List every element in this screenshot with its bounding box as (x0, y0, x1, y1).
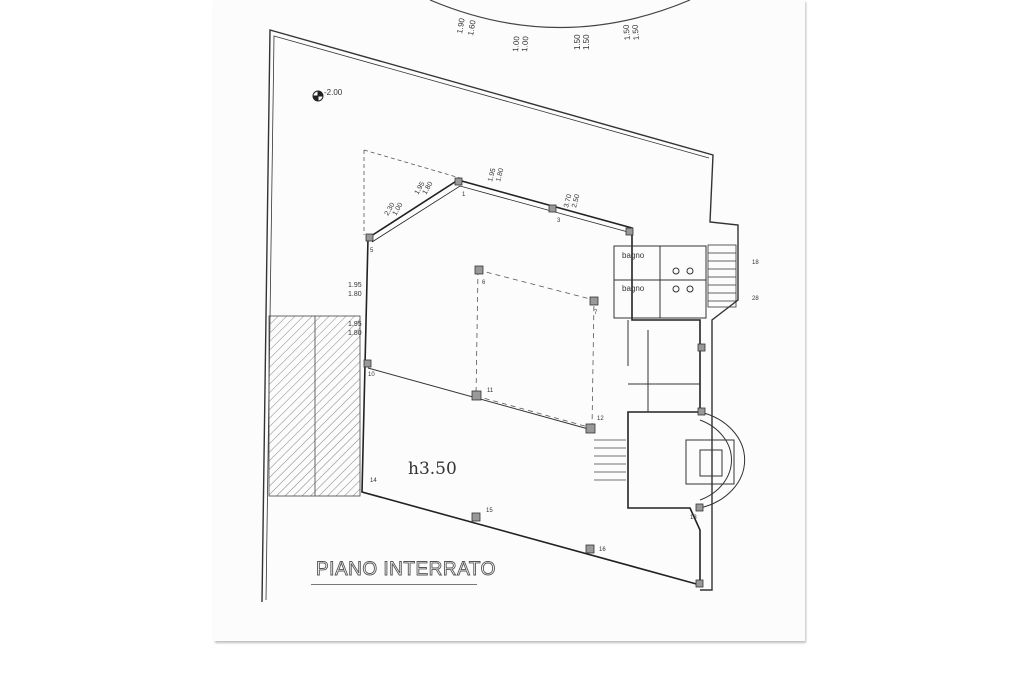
column-number-1: 1 (462, 192, 466, 198)
column (365, 233, 374, 242)
structural-columns (363, 177, 706, 588)
column-number-3: 3 (557, 218, 561, 224)
stair-dim-1: 18 (752, 260, 759, 266)
column (548, 204, 557, 213)
column-number-16: 16 (599, 547, 606, 553)
wall-dim: 1.80 (348, 330, 362, 337)
column-number-7: 7 (594, 310, 598, 316)
column (363, 359, 372, 368)
stair-flight-top (707, 244, 737, 308)
column-number-13: 13 (690, 515, 697, 521)
column (697, 407, 706, 416)
arc-dim-1: 1.90 (455, 17, 467, 34)
height-annotation: h3.50 (408, 459, 457, 479)
arc-dim-5: 1.50 (573, 34, 582, 50)
arc-dim-8: 1.50 (631, 24, 641, 41)
column (625, 227, 634, 236)
column-number-12: 12 (597, 416, 604, 422)
stair-flight-bottom (594, 439, 626, 481)
column-number-14: 14 (370, 478, 377, 484)
spiral-staircase (685, 411, 746, 509)
wall-dim: 2.50 (571, 193, 581, 208)
room-label-bagno-2: bagno (622, 284, 645, 293)
wall-dim: 1.95 (348, 282, 362, 289)
column (471, 390, 482, 401)
arc-curve (429, 0, 691, 29)
column (697, 343, 706, 352)
column (695, 503, 704, 512)
wall-dim: 1.80 (348, 291, 362, 298)
wall-dim: 1.95 (348, 321, 362, 328)
main-room-walls-inner (371, 185, 629, 243)
column (585, 423, 596, 434)
column-number-11: 11 (487, 388, 494, 394)
column (471, 512, 481, 522)
arc-dim-3: 1.00 (511, 35, 521, 52)
dashed-upper-outline (363, 149, 461, 235)
arc-dim-2: 1.60 (466, 19, 478, 36)
lot-boundary (261, 29, 739, 603)
column (454, 177, 463, 186)
ramp-hatched-area (268, 315, 361, 497)
title-underline (311, 584, 477, 585)
column-number-15: 15 (486, 508, 493, 514)
wall-dim: 1.80 (495, 167, 505, 182)
column (589, 296, 599, 306)
column-number-5: 5 (370, 248, 374, 254)
column-numbers: 1 3 5 6 7 10 11 12 14 15 16 13 (368, 192, 697, 553)
corridor-walls (627, 320, 700, 412)
bathroom-block (613, 245, 707, 319)
arc-dim-7: 1.50 (622, 24, 632, 41)
arc-dim-4: 1.00 (520, 35, 530, 52)
wall-dim: 3.70 (563, 193, 573, 208)
column (474, 265, 484, 275)
level-marker-text: -2.00 (324, 88, 343, 97)
plan-title: PIANO INTERRATO (316, 559, 496, 581)
stair-dim-2: 28 (752, 296, 759, 302)
main-room-walls (361, 179, 701, 587)
column-number-10: 10 (368, 372, 375, 378)
room-label-bagno-1: bagno (622, 251, 645, 260)
column (695, 579, 704, 588)
level-marker: -2.00 (312, 88, 343, 102)
arc-dimension-labels: 1.90 1.60 1.00 1.00 1.50 1.50 1.50 1.50 (455, 17, 641, 52)
dashed-structure-grid (475, 269, 595, 429)
column-number-6: 6 (482, 280, 486, 286)
column (585, 544, 595, 554)
arc-dim-6: 1.50 (582, 34, 591, 50)
wall-dim: 1.95 (487, 167, 497, 182)
